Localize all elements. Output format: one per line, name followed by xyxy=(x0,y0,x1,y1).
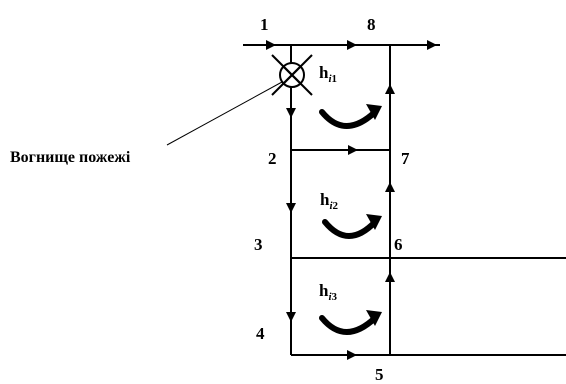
arrow-4-5 xyxy=(347,350,357,360)
loop-label-3: hi3 xyxy=(319,282,337,303)
node-label-7: 7 xyxy=(401,149,410,168)
node-label-8: 8 xyxy=(367,15,376,34)
arrow-right-3 xyxy=(385,272,395,282)
arrow-left-1 xyxy=(286,108,296,118)
loop-label-2: hi2 xyxy=(320,191,338,212)
arrow-2-7 xyxy=(348,145,358,155)
arrow-right-1 xyxy=(385,84,395,94)
arrow-left-3 xyxy=(286,312,296,322)
arrow-top-3 xyxy=(427,40,437,50)
fire-source-label: Вогнище пожежі xyxy=(10,149,131,166)
fire-source-leader xyxy=(166,81,283,146)
arrow-right-2 xyxy=(385,182,395,192)
arrow-top-2 xyxy=(347,40,357,50)
arrow-left-2 xyxy=(286,203,296,213)
loop-label-1: hi1 xyxy=(319,64,337,85)
arrow-top-1 xyxy=(266,40,276,50)
loop-label-2-sub-num: 2 xyxy=(332,200,339,212)
curved-arrow-icon xyxy=(319,310,382,335)
node-label-3: 3 xyxy=(254,235,263,254)
node-label-5: 5 xyxy=(375,365,384,384)
node-label-2: 2 xyxy=(268,149,277,168)
loop-label-3-sub-italic: i xyxy=(328,291,332,303)
loop-label-3-sub-num: 3 xyxy=(331,291,338,303)
crossed-circle-icon xyxy=(271,54,313,96)
loop-label-1-sub-italic: i xyxy=(328,73,332,85)
curved-arrow-icon xyxy=(319,104,382,129)
node-label-6: 6 xyxy=(394,235,403,254)
loop-label-3-main: h xyxy=(319,281,329,300)
loop-label-2-sub-italic: i xyxy=(329,200,333,212)
loop-label-2-main: h xyxy=(320,190,330,209)
loop-label-1-main: h xyxy=(319,63,329,82)
node-label-1: 1 xyxy=(260,15,269,34)
loop-label-1-sub-num: 1 xyxy=(331,73,338,85)
node-label-4: 4 xyxy=(256,324,265,343)
curved-arrow-icon xyxy=(322,214,382,239)
